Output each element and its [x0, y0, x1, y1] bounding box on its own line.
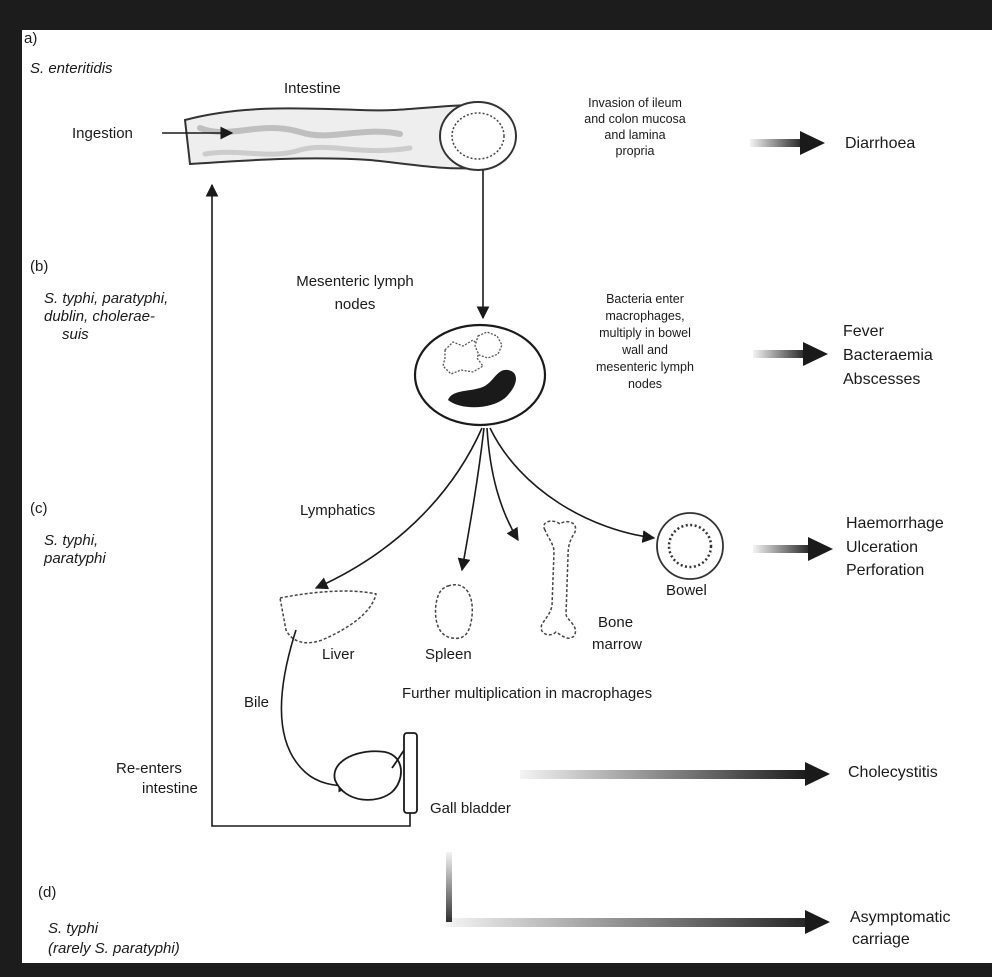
outcome-haemorrhage: Haemorrhage — [846, 514, 944, 533]
bone-marrow-label-1: Bone — [598, 614, 633, 632]
lymph-node-illustration — [415, 325, 545, 425]
bacteria-desc-4: wall and — [570, 343, 720, 359]
mesenteric-label-2: nodes — [270, 296, 440, 314]
lymphatics-label: Lymphatics — [300, 502, 375, 520]
liver-label: Liver — [322, 646, 355, 664]
border-left — [0, 0, 22, 977]
section-d-letter: (d) — [38, 884, 56, 902]
bacteria-desc-3: multiply in bowel — [570, 326, 720, 342]
outcome-fever: Fever — [843, 322, 884, 341]
further-multiplication-label: Further multiplication in macrophages — [402, 685, 652, 703]
section-b-species-1: S. typhi, paratyphi, — [44, 290, 168, 308]
section-b-letter: (b) — [30, 258, 48, 276]
outcome-ulceration: Ulceration — [846, 538, 918, 557]
intestine-illustration — [185, 102, 516, 170]
invasion-desc-4: propria — [560, 144, 710, 160]
outcome-arrow-cholecystitis — [520, 762, 830, 786]
section-c-letter: (c) — [30, 500, 48, 518]
bacteria-desc-5: mesenteric lymph — [570, 360, 720, 376]
section-d-species-1: S. typhi — [48, 920, 98, 938]
invasion-desc-1: Invasion of ileum — [560, 96, 710, 112]
border-top — [0, 0, 992, 30]
outcome-arrow-asymptomatic — [446, 852, 830, 934]
outcome-cholecystitis: Cholecystitis — [848, 763, 938, 782]
bacteria-desc-1: Bacteria enter — [570, 292, 720, 308]
section-a-species: S. enteritidis — [30, 60, 113, 78]
gall-bladder-illustration — [334, 733, 417, 813]
bowel-label: Bowel — [666, 582, 707, 600]
section-b-species-2: dublin, cholerae- — [44, 308, 155, 326]
bacteria-desc-6: nodes — [570, 377, 720, 393]
bacteria-desc-2: macrophages, — [570, 309, 720, 325]
outcome-arrow-fever — [753, 342, 828, 366]
lymphatics-to-bowel-arrow — [490, 428, 654, 538]
section-c-species-2: paratyphi — [44, 550, 106, 568]
invasion-desc-2: and colon mucosa — [560, 112, 710, 128]
section-b-species-3: suis — [62, 326, 89, 344]
reenters-label-2: intestine — [142, 780, 198, 798]
lymphatics-to-spleen-arrow — [462, 428, 484, 570]
bone-illustration — [541, 521, 575, 638]
spleen-illustration — [436, 585, 473, 639]
ingestion-label: Ingestion — [72, 125, 133, 143]
outcome-perforation: Perforation — [846, 561, 924, 580]
outcome-carriage: carriage — [852, 930, 910, 949]
lymphatics-to-bone-arrow — [487, 428, 518, 540]
spleen-label: Spleen — [425, 646, 472, 664]
bowel-illustration — [657, 513, 723, 579]
bone-marrow-label-2: marrow — [592, 636, 642, 654]
mesenteric-label-1: Mesenteric lymph — [270, 273, 440, 291]
outcome-arrow-haemorrhage — [753, 537, 833, 561]
bile-label: Bile — [244, 694, 269, 712]
intestine-label: Intestine — [284, 80, 341, 98]
section-a-letter: a) — [24, 30, 37, 48]
outcome-diarrhoea: Diarrhoea — [845, 134, 915, 153]
reenters-label-1: Re-enters — [116, 760, 182, 778]
outcome-abscesses: Abscesses — [843, 370, 920, 389]
invasion-desc-3: and lamina — [560, 128, 710, 144]
border-bottom — [0, 963, 992, 977]
section-d-species-2: (rarely S. paratyphi) — [48, 940, 180, 958]
outcome-arrow-diarrhoea — [750, 131, 825, 155]
gall-bladder-label: Gall bladder — [430, 800, 511, 818]
outcome-bacteraemia: Bacteraemia — [843, 346, 933, 365]
outcome-asymptomatic: Asymptomatic — [850, 908, 950, 927]
section-c-species-1: S. typhi, — [44, 532, 98, 550]
